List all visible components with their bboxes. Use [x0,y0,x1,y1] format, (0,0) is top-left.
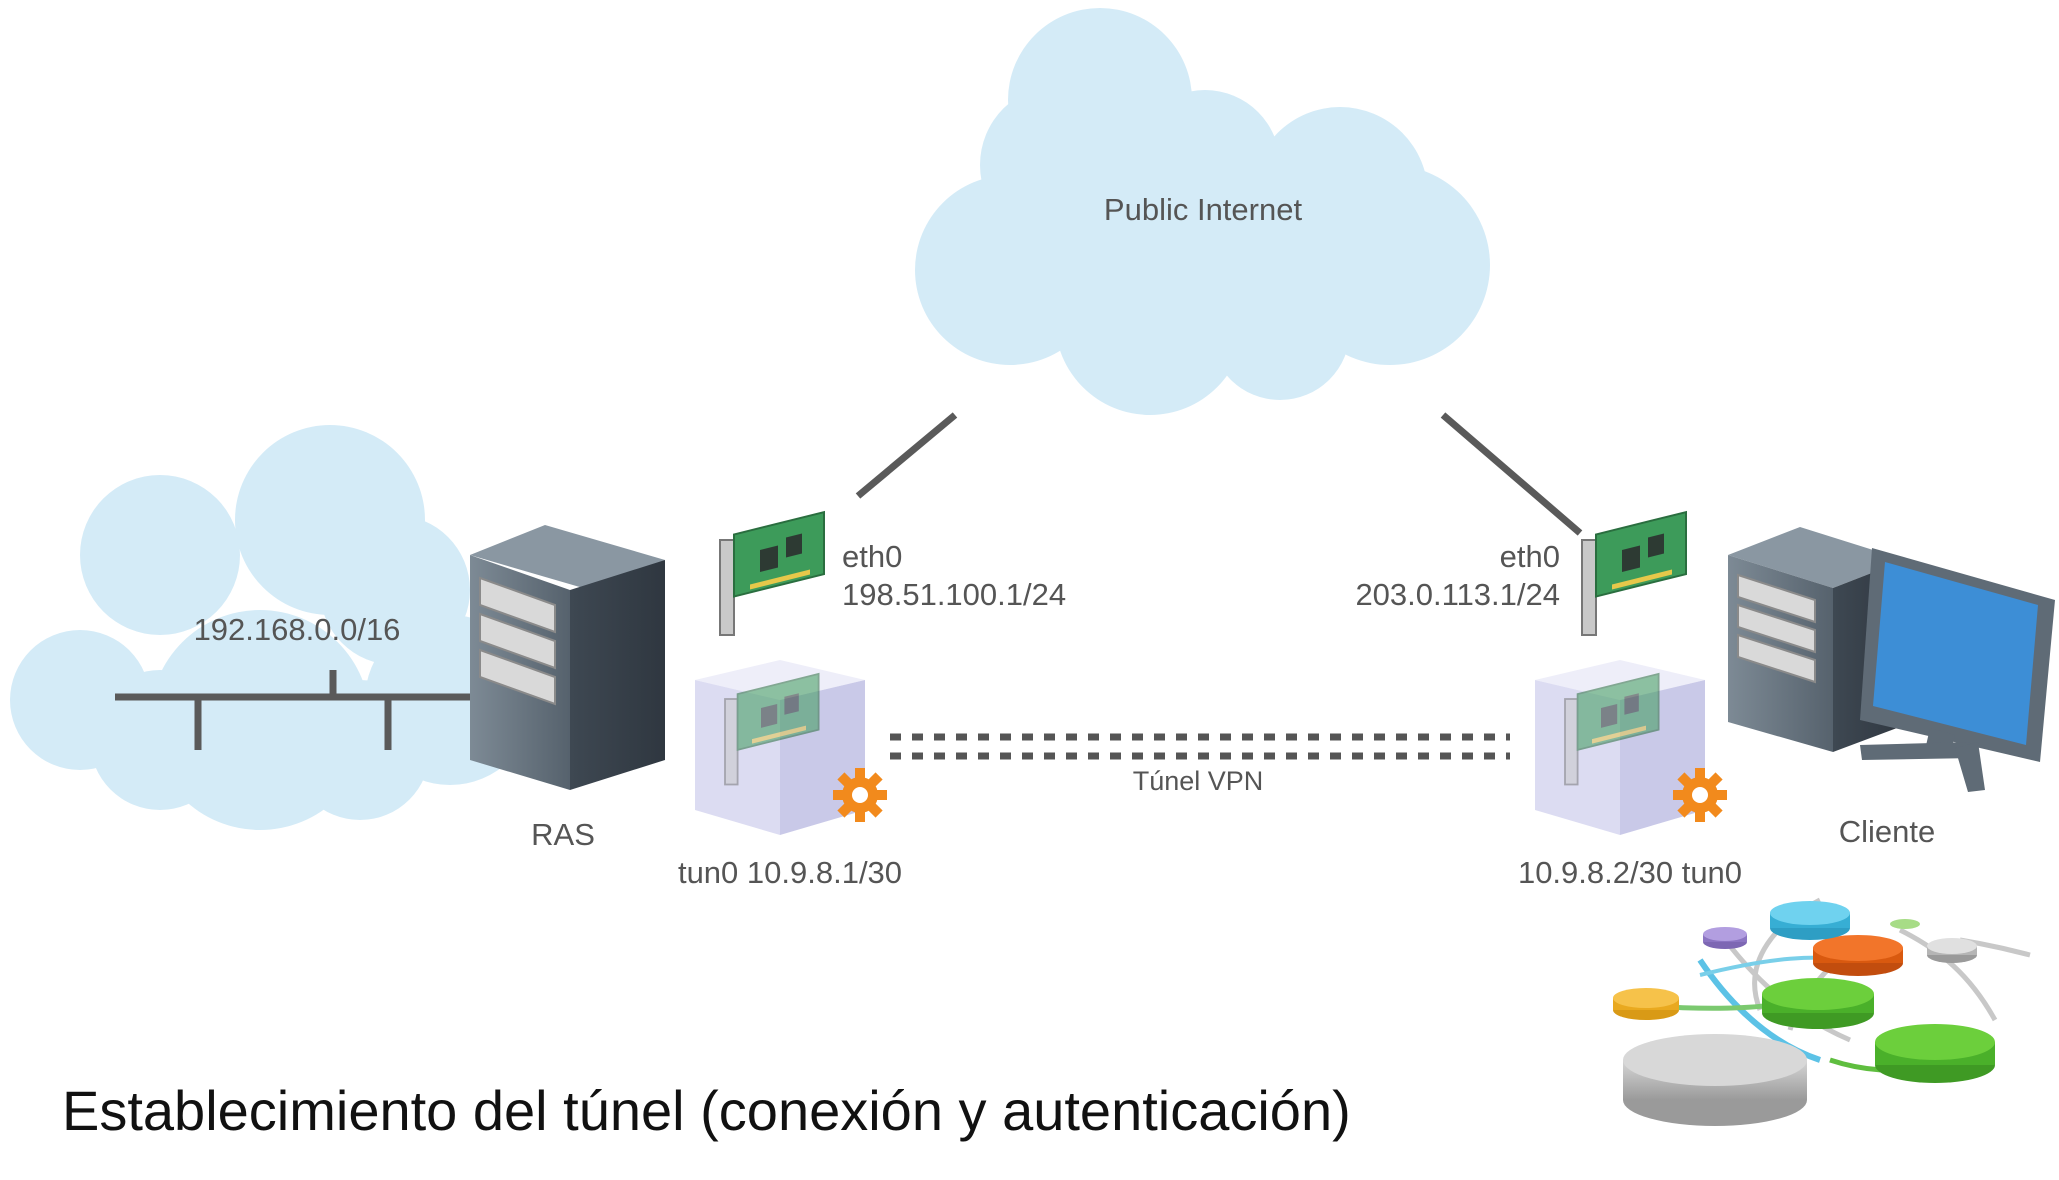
client-gear-icon [1673,768,1727,822]
lan-network-label: 192.168.0.0/16 [194,612,401,647]
ras-server: RAS [470,525,665,852]
client-eth0-ip: 203.0.113.1/24 [1355,577,1560,612]
lan-bus [115,670,470,750]
client-tun0-icon [1535,660,1727,835]
client-internet-link [1440,412,1583,536]
diagram-caption: Establecimiento del túnel (conexión y au… [62,1079,1351,1142]
client-label: Cliente [1839,814,1936,849]
network-graphic-icon [1613,897,2031,1126]
ras-label: RAS [531,817,595,852]
ras-eth0-nic-icon [719,511,825,636]
lan-cloud: 192.168.0.0/16 [10,425,535,830]
ras-gear-icon [833,768,887,822]
public-internet-label: Public Internet [1104,192,1303,227]
client-computer: Cliente [1728,527,2055,849]
client-eth0-name: eth0 [1500,539,1560,574]
ras-eth0-name: eth0 [842,539,902,574]
ras-tun0-icon [695,660,887,835]
monitor-screen [1873,562,2038,745]
client-eth0-nic-icon [1581,511,1687,636]
public-internet-cloud: Public Internet [915,8,1490,415]
vpn-tunnel-line [890,733,1510,760]
client-tun0-label: 10.9.8.2/30 tun0 [1518,855,1742,890]
ras-internet-link [855,412,958,499]
ras-eth0-ip: 198.51.100.1/24 [842,577,1066,612]
vpn-tunnel-label: Túnel VPN [1133,766,1264,796]
ras-tun0-label: tun0 10.9.8.1/30 [678,855,902,890]
